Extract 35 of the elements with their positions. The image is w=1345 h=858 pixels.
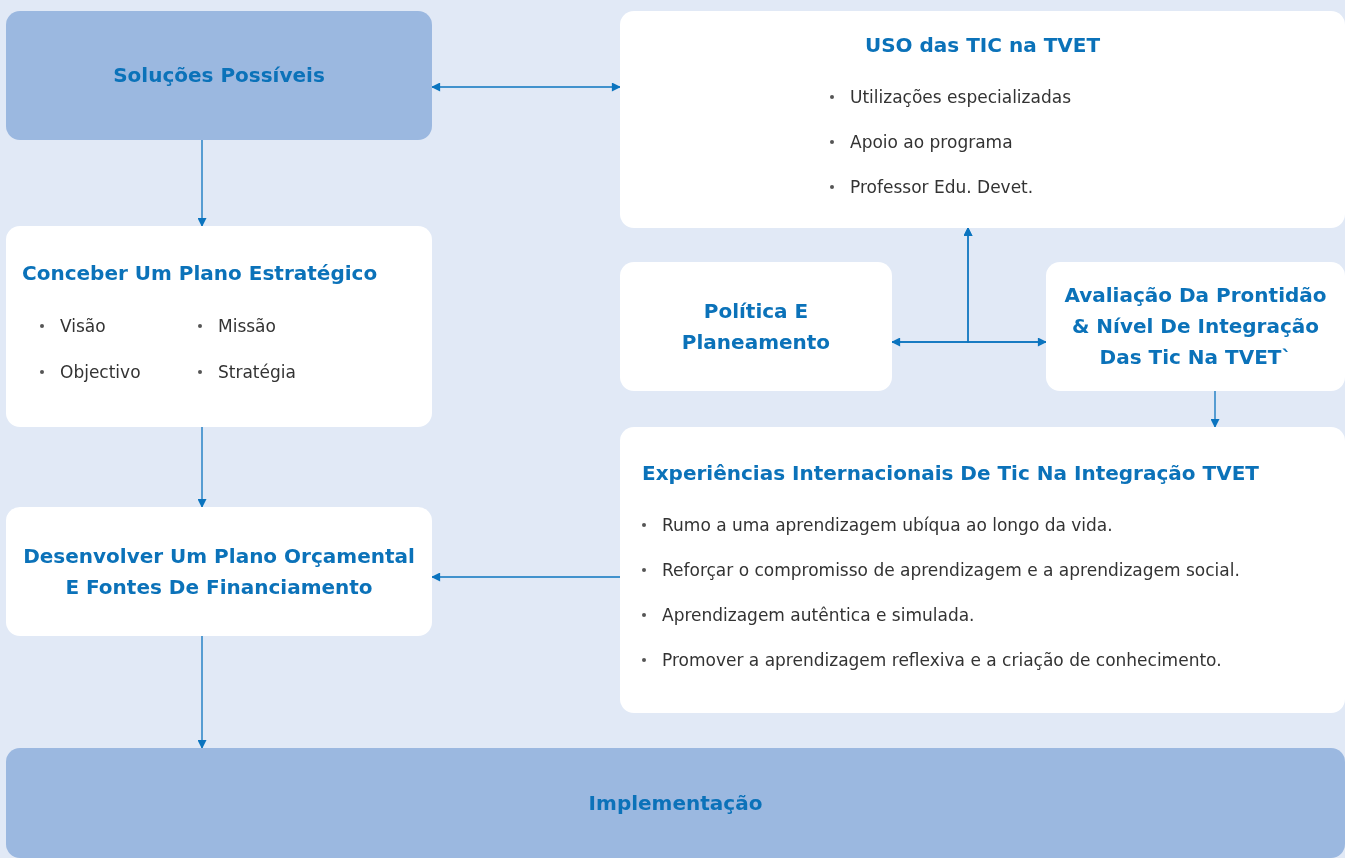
bullet-text: Rumo a uma aprendizagem ubíqua ao longo da vida.: [662, 515, 1113, 535]
bullet-text: Apoio ao programa: [850, 132, 1013, 152]
stage-band: [6, 748, 1345, 858]
process-box: [620, 427, 1345, 713]
bullet-text: Aprendizagem autêntica e simulada.: [662, 605, 975, 625]
box-heading: USO das TIC na TVET: [863, 31, 1102, 59]
box-heading: Avaliação Da Prontidão & Nível De Integração Das Tic Na TVET`: [1063, 282, 1328, 371]
arrow: [963, 227, 1047, 343]
arrow: [197, 139, 207, 227]
box-heading: Experiências Internacionais De Tic Na Integração TVET: [642, 459, 1260, 487]
box-heading: Implementação: [588, 789, 763, 817]
bullet-text: Promover a aprendizagem reflexiva e a criação de conhecimento.: [662, 650, 1222, 670]
process-box: [6, 226, 432, 427]
box-heading: Política E Planeamento: [680, 297, 832, 356]
bullet-text: Objectivo: [60, 362, 141, 382]
process-box: [6, 507, 432, 636]
box-heading: Conceber Um Plano Estratégico: [22, 260, 379, 287]
arrow: [1210, 390, 1220, 428]
stage-band: [6, 11, 432, 140]
bullet-text: Utilizações especializadas: [850, 87, 1071, 107]
box-heading: Soluções Possíveis: [113, 62, 325, 89]
box-heading: Desenvolver Um Plano Orçamental E Fontes De Financiamento: [22, 542, 416, 601]
bullet-text: Missão: [218, 316, 276, 336]
arrow: [431, 82, 621, 92]
process-box: [1046, 262, 1345, 391]
process-box: [620, 11, 1345, 228]
bullet-text: Stratégia: [218, 362, 296, 382]
arrow: [891, 337, 1047, 347]
arrow: [431, 572, 621, 582]
process-box: [620, 262, 892, 391]
bullet-text: Professor Edu. Devet.: [850, 177, 1034, 197]
bullet-text: Reforçar o compromisso de aprendizagem e a aprendizagem social.: [662, 560, 1240, 580]
bullet-text: Visão: [60, 316, 106, 336]
arrow: [197, 635, 207, 749]
arrow: [197, 426, 207, 508]
